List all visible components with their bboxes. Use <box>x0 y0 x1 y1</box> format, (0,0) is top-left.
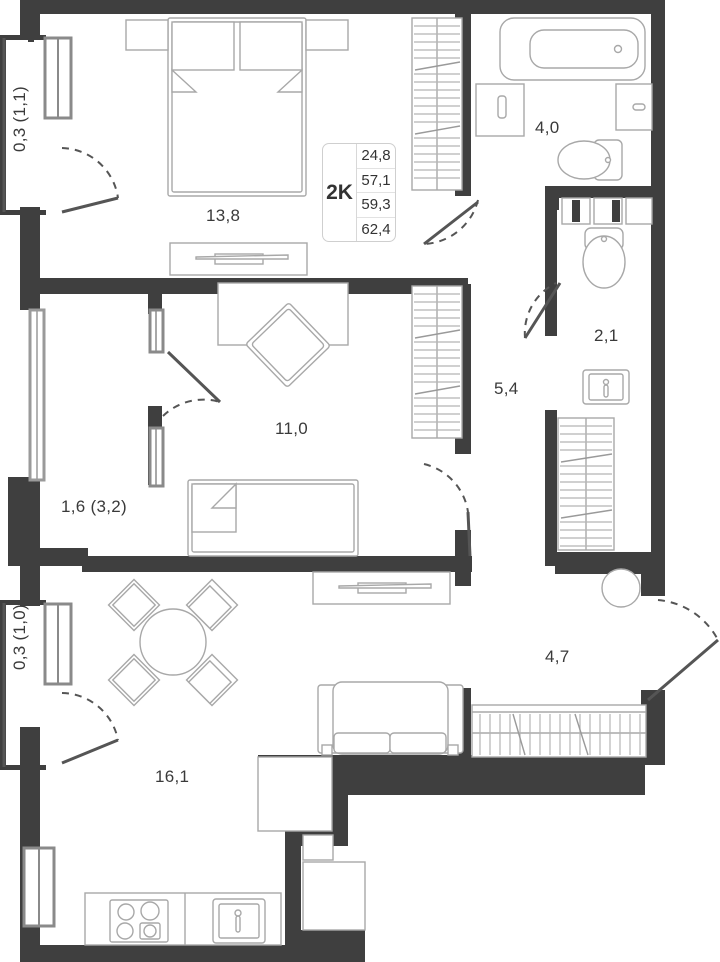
wall-kitchen-left-mid <box>20 727 40 817</box>
area-value-total-1: 57,1 <box>357 169 395 193</box>
wall-kitchen-left-top <box>20 556 40 606</box>
wall-wc-top-seg <box>545 196 559 210</box>
wall-hall-bottom <box>455 760 645 795</box>
kitchen-upper-cabinet <box>302 834 334 861</box>
door-room11-left-arc <box>162 398 221 417</box>
wall-balcony-lower-bottom <box>0 765 46 770</box>
wall-closet-corridor-bottom <box>545 552 655 566</box>
wall-corridor-right <box>651 330 665 560</box>
wall-bedroom-bottom <box>20 278 170 294</box>
window-corridor-left <box>28 308 46 482</box>
door-entry-leaf <box>647 638 719 702</box>
area-label-loggia-lower: 0,3 (1,0) <box>10 603 29 670</box>
wall-bath-bottom <box>545 186 665 198</box>
wardrobe-bedroom <box>411 17 463 191</box>
door-kitchen-loggia-leaf <box>61 738 119 765</box>
door-bedroom-loggia-arc <box>61 147 119 199</box>
door-entry-arc <box>657 599 719 641</box>
area-value-total-3: 62,4 <box>361 220 391 238</box>
doors-group <box>61 147 719 765</box>
wall-left-bedroom-2 <box>20 207 40 292</box>
wall-room11-bottom <box>82 556 472 572</box>
area-label-wc: 2,1 <box>594 326 619 345</box>
wall-left-bedroom <box>20 0 40 40</box>
area-label-living-room: 11,0 <box>275 419 309 438</box>
area-label-entry-hall: 4,7 <box>545 647 570 666</box>
rooms-count-label: 2K <box>326 180 353 204</box>
door-bedroom-corridor-arc <box>423 199 479 245</box>
wall-balcony-lower-top <box>0 600 46 605</box>
area-label-corridor: 5,4 <box>494 379 519 398</box>
area-value-living: 24,8 <box>357 144 395 169</box>
wardrobe-room11 <box>411 285 463 439</box>
door-bedroom-corridor-leaf <box>423 200 479 246</box>
window-kitchen-left <box>43 602 73 686</box>
apartment-summary-badge[interactable]: 2K 24,8 57,1 59,3 62,4 <box>322 143 396 242</box>
toilet-wc <box>582 227 626 289</box>
washing-machine <box>475 83 525 137</box>
door-bedroom-loggia-leaf <box>61 196 119 214</box>
area-value-total-2: 59,3 <box>357 193 395 218</box>
door-room11-left-leaf <box>166 350 222 404</box>
wall-kitchen-right-vert2 <box>285 830 301 946</box>
door-room11-right-arc <box>423 463 469 513</box>
area-label-kitchen-dining: 16,1 <box>155 767 190 786</box>
area-label-loggia-upper: 0,3 (1,1) <box>10 85 29 152</box>
area-label-bedroom: 13,8 <box>206 206 241 225</box>
cooktop <box>109 899 169 943</box>
door-room11-right-leaf <box>466 511 472 557</box>
wall-left-upper-window-frame <box>28 38 34 42</box>
area-label-bathroom: 4,0 <box>535 118 560 137</box>
bed-double <box>167 17 307 197</box>
wall-between-corridor-hall <box>455 556 471 586</box>
area-label-balcony-side: 1,6 (3,2) <box>61 497 128 516</box>
tv-console <box>312 571 451 605</box>
kitchen-tall-unit <box>302 861 366 931</box>
window-room11-left-b <box>148 426 165 488</box>
closet-corridor <box>557 417 615 551</box>
area-values-column: 24,8 57,1 59,3 62,4 <box>356 144 395 241</box>
furniture-group <box>84 17 653 946</box>
door-bath-leaf <box>523 282 562 339</box>
dining-table <box>139 608 207 676</box>
wall-kitchen-bottom <box>20 945 365 962</box>
door-kitchen-loggia-arc <box>61 692 119 741</box>
nightstand-right <box>305 19 349 51</box>
sofa <box>317 681 464 756</box>
bed-single <box>187 479 359 557</box>
dresser-bedroom <box>169 242 308 276</box>
wall-top <box>20 0 665 14</box>
desk-chair <box>246 303 330 387</box>
wardrobe-entry <box>471 704 647 758</box>
windows-group <box>22 36 165 928</box>
toilet-bathroom <box>557 139 623 181</box>
wall-bath-right <box>651 0 665 200</box>
fridge <box>257 756 333 832</box>
bathtub <box>499 17 646 81</box>
window-kitchen-bottom-left <box>22 846 56 928</box>
window-bedroom-left <box>43 36 73 120</box>
bath-sink-cabinet <box>615 83 653 131</box>
kitchen-sink <box>212 898 266 944</box>
entry-stool <box>601 568 641 608</box>
wall-wc-left <box>545 186 557 336</box>
wall-kitchen-niche <box>285 930 365 962</box>
window-room11-left-a <box>148 308 165 354</box>
dining-chairs <box>107 578 239 707</box>
wall-left-room11-top <box>20 292 40 310</box>
wc-shelf-unit <box>561 197 653 225</box>
wc-sink <box>582 369 630 405</box>
nightstand-left <box>125 19 169 51</box>
wall-closet-corridor <box>545 410 557 565</box>
